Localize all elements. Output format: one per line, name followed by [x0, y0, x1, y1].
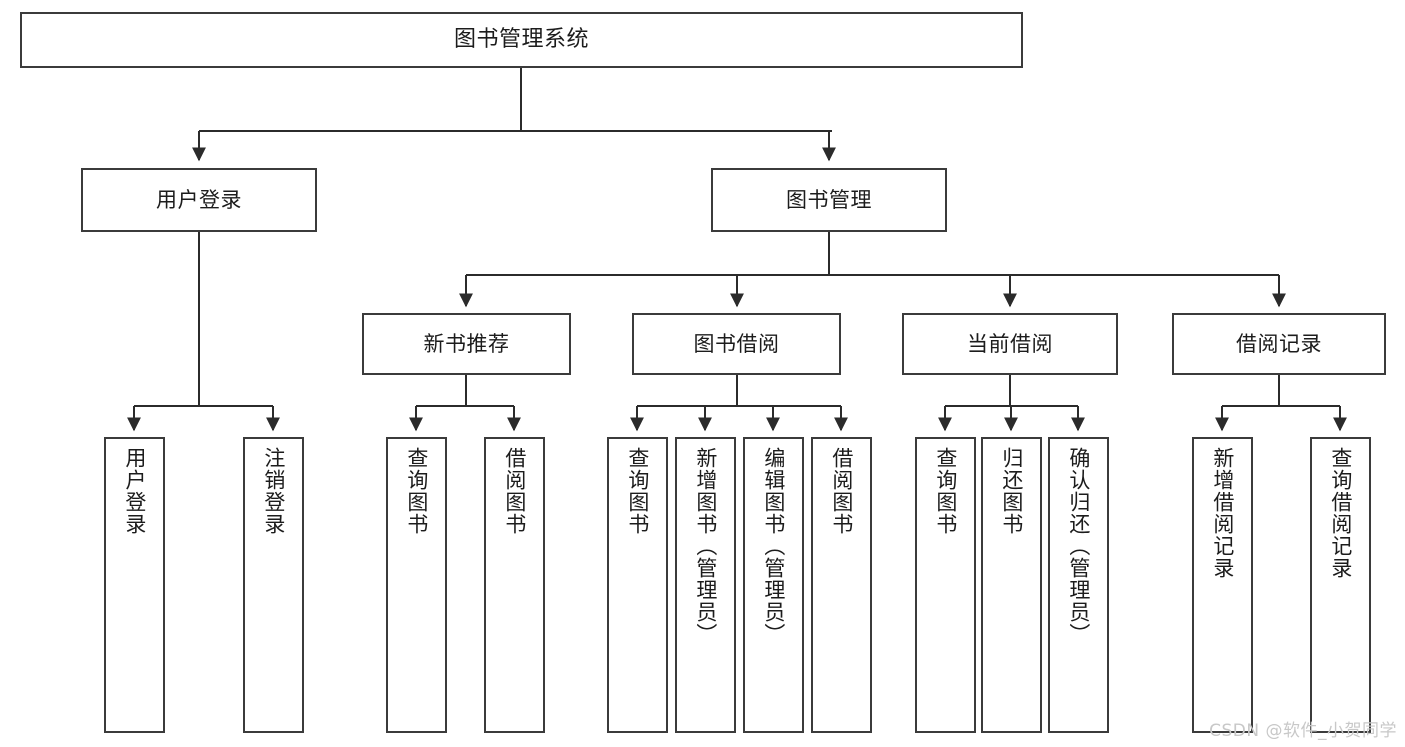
node-book-manage[interactable]: 图书管理 — [711, 168, 947, 232]
node-leaf-cur-return[interactable]: 归还图书 — [981, 437, 1042, 733]
node-leaf-borrow-add[interactable]: 新增图书（管理员） — [675, 437, 736, 733]
node-book-borrow-label: 图书借阅 — [693, 331, 780, 356]
node-new-book-rec[interactable]: 新书推荐 — [362, 313, 571, 375]
node-leaf-cur-query-label: 查询图书 — [933, 447, 958, 535]
node-root[interactable]: 图书管理系统 — [20, 12, 1023, 68]
node-leaf-rec-query[interactable]: 查询图书 — [386, 437, 447, 733]
node-leaf-cur-confirm-label: 确认归还（管理员） — [1066, 447, 1091, 645]
node-new-book-rec-label: 新书推荐 — [423, 331, 510, 356]
node-leaf-user-login[interactable]: 用户登录 — [104, 437, 165, 733]
node-leaf-borrow-query-label: 查询图书 — [625, 447, 650, 535]
node-leaf-rec-borrow-label: 借阅图书 — [502, 447, 527, 535]
node-leaf-user-logout-label: 注销登录 — [261, 447, 286, 535]
node-leaf-rec-borrow[interactable]: 借阅图书 — [484, 437, 545, 733]
node-leaf-user-login-label: 用户登录 — [122, 447, 147, 535]
node-leaf-cur-confirm[interactable]: 确认归还（管理员） — [1048, 437, 1109, 733]
node-leaf-borrow-add-label: 新增图书（管理员） — [693, 447, 718, 645]
node-leaf-borrow-edit-label: 编辑图书（管理员） — [761, 447, 786, 645]
node-borrow-record[interactable]: 借阅记录 — [1172, 313, 1386, 375]
node-current-borrow-label: 当前借阅 — [967, 331, 1053, 356]
node-leaf-record-add-label: 新增借阅记录 — [1210, 447, 1235, 579]
node-leaf-rec-query-label: 查询图书 — [404, 447, 429, 535]
node-leaf-cur-return-label: 归还图书 — [999, 447, 1024, 535]
node-user-login-label: 用户登录 — [156, 187, 242, 212]
node-leaf-record-search-label: 查询借阅记录 — [1328, 447, 1353, 579]
node-book-manage-label: 图书管理 — [786, 187, 872, 212]
node-leaf-user-logout[interactable]: 注销登录 — [243, 437, 304, 733]
node-root-label: 图书管理系统 — [453, 27, 589, 53]
node-leaf-record-add[interactable]: 新增借阅记录 — [1192, 437, 1253, 733]
node-current-borrow[interactable]: 当前借阅 — [902, 313, 1118, 375]
node-leaf-record-search[interactable]: 查询借阅记录 — [1310, 437, 1371, 733]
watermark: CSDN @软件_小贺同学 — [1209, 721, 1397, 741]
node-leaf-cur-query[interactable]: 查询图书 — [915, 437, 976, 733]
node-leaf-borrow-query[interactable]: 查询图书 — [607, 437, 668, 733]
node-book-borrow[interactable]: 图书借阅 — [632, 313, 841, 375]
node-leaf-borrow-lend[interactable]: 借阅图书 — [811, 437, 872, 733]
node-leaf-borrow-edit[interactable]: 编辑图书（管理员） — [743, 437, 804, 733]
node-borrow-record-label: 借阅记录 — [1236, 331, 1322, 356]
node-user-login[interactable]: 用户登录 — [81, 168, 317, 232]
node-leaf-borrow-lend-label: 借阅图书 — [829, 447, 854, 535]
